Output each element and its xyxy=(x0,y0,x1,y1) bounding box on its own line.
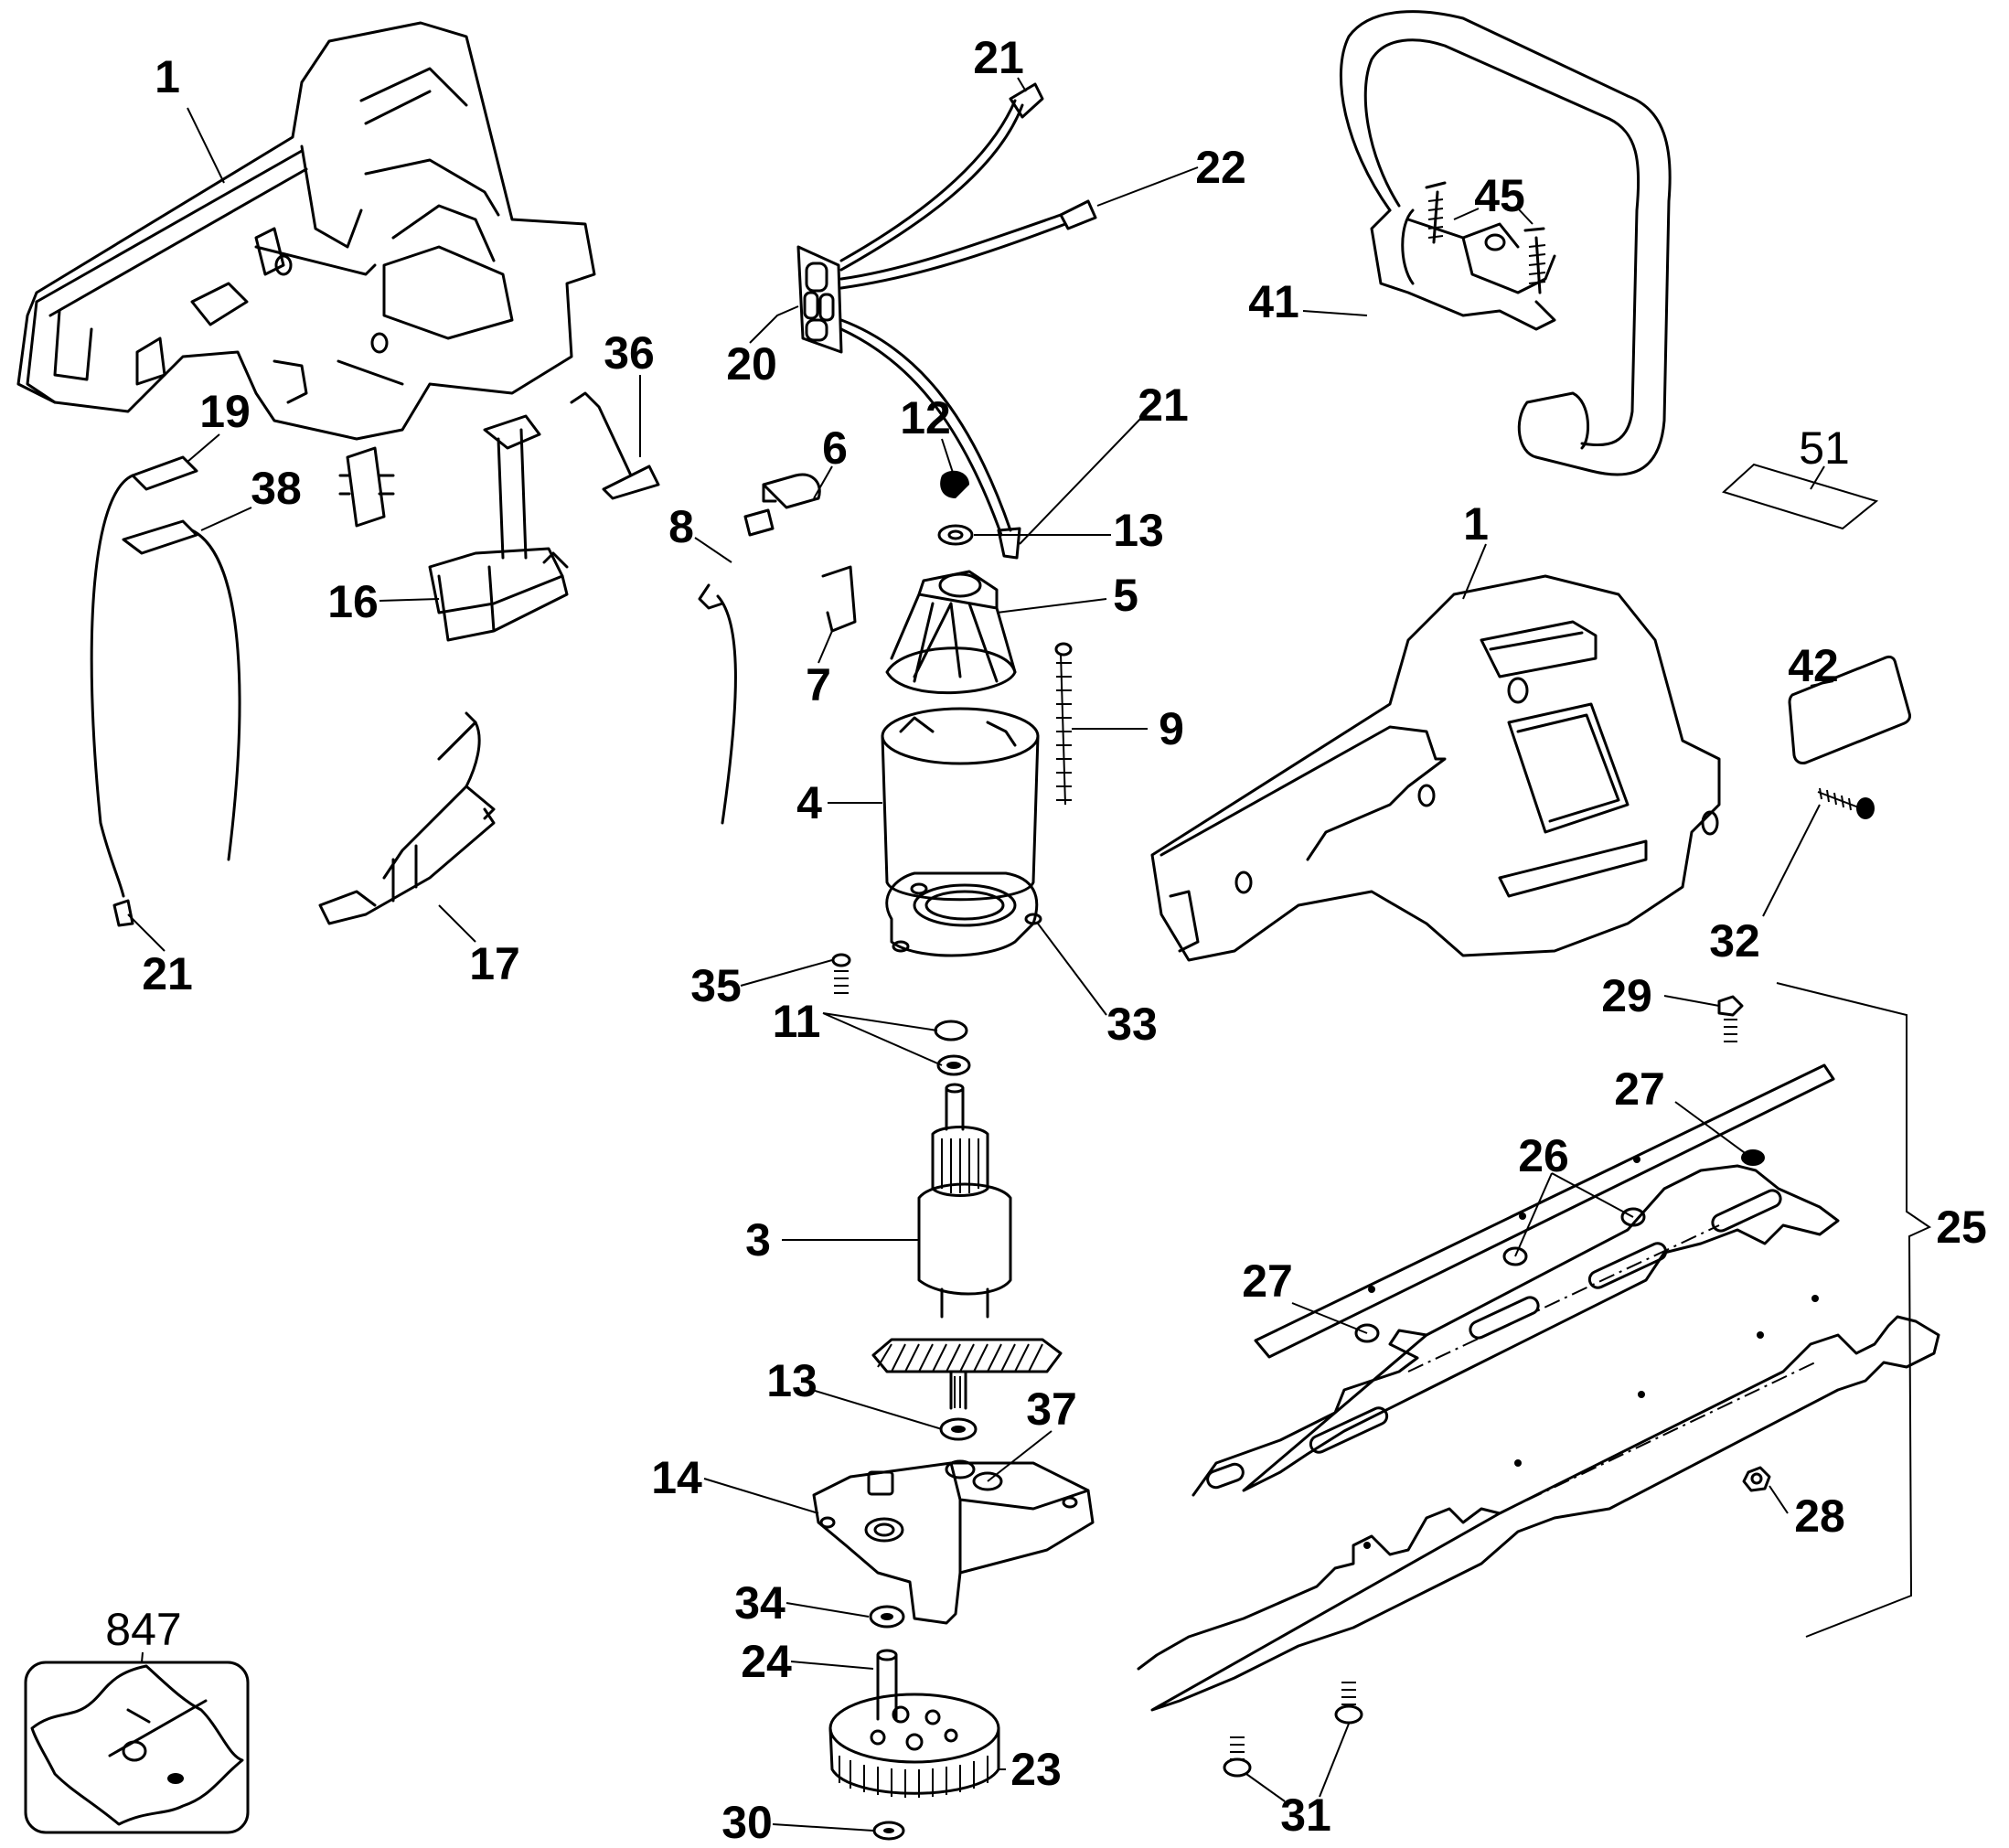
callout-24: 24 xyxy=(741,1636,792,1687)
callout-13-top: 13 xyxy=(1113,505,1164,556)
callout-29: 29 xyxy=(1601,970,1652,1021)
brush-holder-part xyxy=(885,570,1017,695)
callout-42: 42 xyxy=(1788,640,1839,691)
bearing-housing-part xyxy=(885,871,1042,957)
spring-36-part xyxy=(570,391,660,500)
wire-harness-part xyxy=(796,82,1097,560)
callout-21-top: 21 xyxy=(973,32,1024,83)
hardware-bag-part xyxy=(24,1661,250,1834)
callout-12: 12 xyxy=(900,392,951,443)
gear-part xyxy=(828,1649,1000,1798)
callout-20: 20 xyxy=(726,338,777,390)
lock-off-lever-part xyxy=(318,711,496,925)
callout-32: 32 xyxy=(1709,915,1760,967)
callout-8: 8 xyxy=(668,501,694,552)
callout-25: 25 xyxy=(1936,1202,1987,1253)
front-handle-part xyxy=(1339,10,1672,476)
callout-36: 36 xyxy=(604,327,655,379)
callout-33: 33 xyxy=(1106,999,1158,1050)
callout-26: 26 xyxy=(1518,1130,1569,1181)
callout-37: 37 xyxy=(1026,1383,1077,1435)
callout-3: 3 xyxy=(745,1214,771,1266)
armature-part xyxy=(871,1083,1063,1410)
callout-847: 847 xyxy=(105,1604,182,1655)
lead-terminals-left-part xyxy=(90,455,241,927)
housing-right-part xyxy=(1150,574,1721,962)
callout-16: 16 xyxy=(327,576,379,627)
gear-case-part xyxy=(812,1459,1095,1625)
washer-34-part xyxy=(869,1605,905,1629)
callout-17: 17 xyxy=(469,938,520,989)
callout-27-left: 27 xyxy=(1242,1255,1293,1307)
blade-hardware xyxy=(1354,995,1771,1492)
blade-assembly-part xyxy=(1137,1063,1940,1712)
callout-51: 51 xyxy=(1799,422,1850,474)
callout-9: 9 xyxy=(1159,703,1184,754)
callout-27-right: 27 xyxy=(1614,1063,1665,1115)
nameplate-42-part xyxy=(1788,655,1911,764)
callout-34: 34 xyxy=(734,1577,785,1629)
trigger-part xyxy=(428,414,569,642)
callout-5: 5 xyxy=(1113,570,1138,621)
callout-41: 41 xyxy=(1248,276,1299,327)
brush-parts xyxy=(698,470,969,825)
callout-19: 19 xyxy=(199,386,251,437)
field-4-part xyxy=(881,707,1040,902)
callout-6: 6 xyxy=(822,422,848,474)
callout-21-left: 21 xyxy=(142,948,193,999)
callout-45: 45 xyxy=(1474,170,1525,221)
housing-left-part xyxy=(16,21,596,441)
switch-16-part xyxy=(338,446,395,528)
callout-23: 23 xyxy=(1010,1744,1062,1795)
callout-1-housing-left: 1 xyxy=(155,51,180,102)
screws-45-part xyxy=(1425,181,1546,294)
washer-13-top-part xyxy=(937,524,974,546)
screw-32-part xyxy=(1817,787,1875,819)
callout-1-housing-right: 1 xyxy=(1463,498,1489,550)
callout-30: 30 xyxy=(721,1797,773,1848)
callout-21-right: 21 xyxy=(1138,379,1189,431)
callout-38: 38 xyxy=(251,463,302,514)
callout-22: 22 xyxy=(1195,142,1246,193)
long-screw-9-part xyxy=(1054,642,1073,806)
washer-30-part xyxy=(872,1821,905,1841)
callout-11: 11 xyxy=(772,996,821,1047)
callout-28: 28 xyxy=(1794,1490,1845,1542)
callout-35: 35 xyxy=(690,960,742,1011)
screws-31-part xyxy=(1223,1682,1363,1778)
label-plate-51-part xyxy=(1722,463,1879,530)
screw-35-part xyxy=(831,953,851,994)
callout-14: 14 xyxy=(651,1452,702,1503)
callout-7: 7 xyxy=(806,659,831,710)
leader-lines xyxy=(127,77,1932,1832)
callout-4: 4 xyxy=(796,777,822,828)
callout-31: 31 xyxy=(1280,1789,1331,1841)
washer-13-bottom-part xyxy=(939,1417,978,1441)
washers-11-part xyxy=(934,1020,971,1076)
callout-13-bottom: 13 xyxy=(766,1355,817,1406)
